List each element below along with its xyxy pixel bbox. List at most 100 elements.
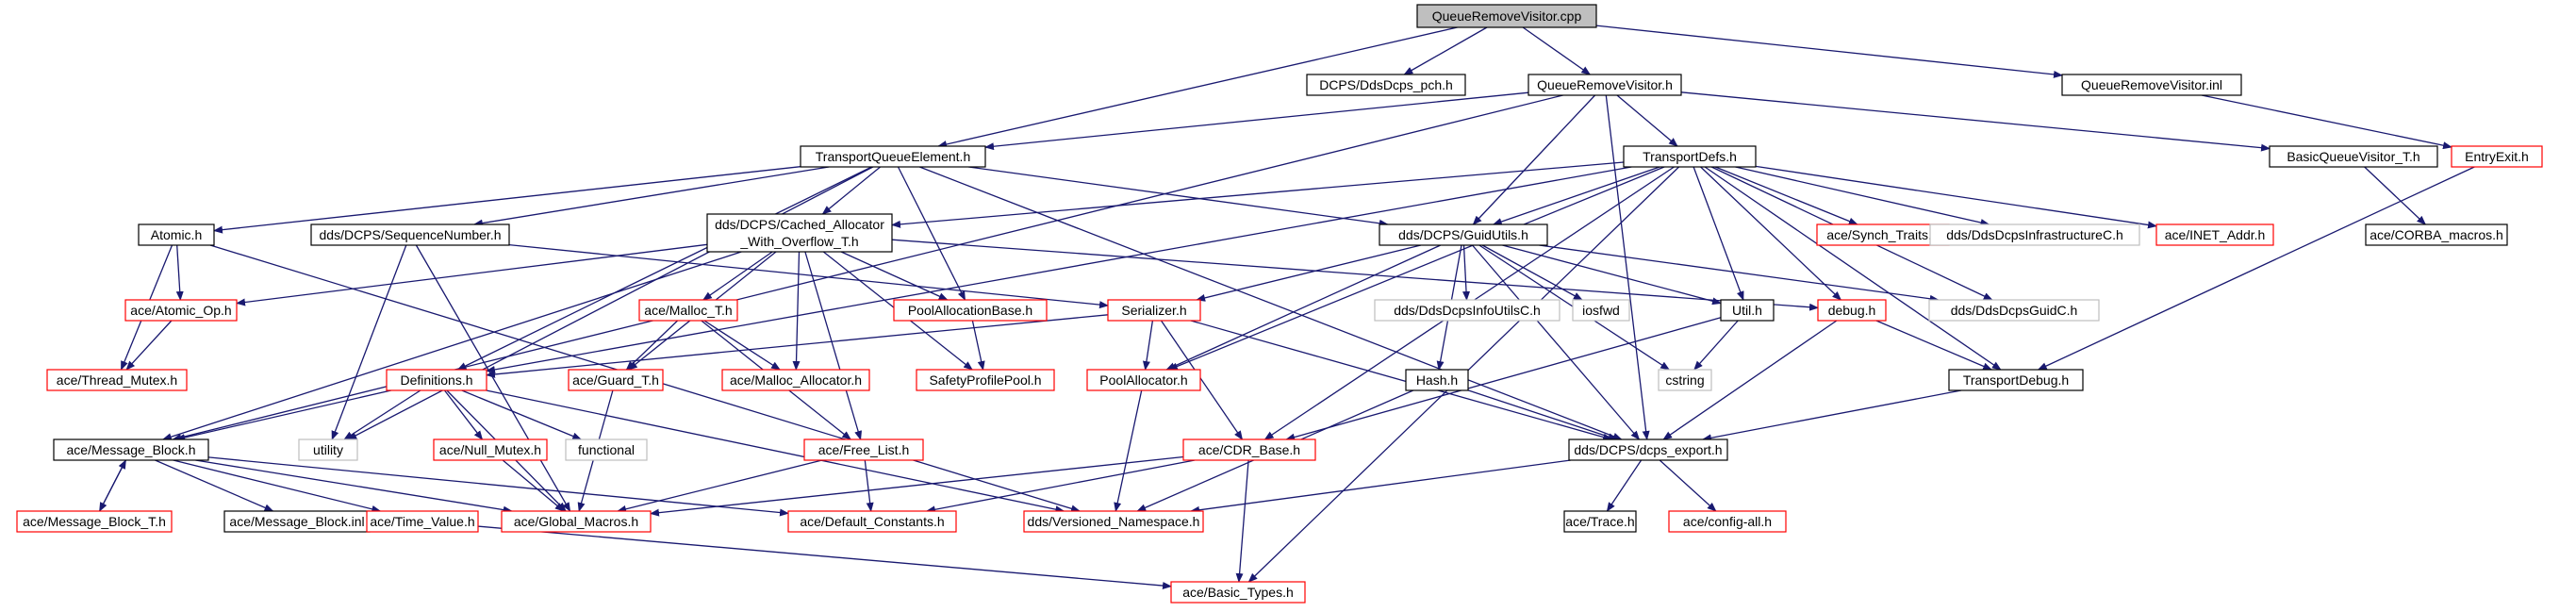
include-edge-export-to-versioned	[1190, 459, 1571, 514]
graph-node-label: BasicQueueVisitor_T.h	[2287, 149, 2419, 164]
graph-node-box	[2155, 223, 2274, 246]
graph-node-atomic[interactable]: Atomic.h	[138, 223, 215, 246]
graph-node-threadmutex[interactable]: ace/Thread_Mutex.h	[46, 369, 188, 391]
include-edge-util-to-cdrbase	[1285, 317, 1722, 441]
graph-node-poolalloc[interactable]: PoolAllocationBase.h	[893, 299, 1048, 322]
graph-node-globalmacros[interactable]: ace/Global_Macros.h	[501, 510, 652, 533]
graph-node-pch[interactable]: DCPS/DdsDcps_pch.h	[1306, 74, 1466, 96]
graph-node-box	[1817, 299, 1887, 322]
graph-node-corba[interactable]: ace/CORBA_macros.h	[2365, 223, 2508, 246]
graph-node-msgblock[interactable]: ace/Message_Block.h	[53, 438, 209, 461]
graph-node-trace[interactable]: ace/Trace.h	[1563, 510, 1637, 533]
graph-node-label: QueueRemoveVisitor.h	[1537, 77, 1673, 92]
graph-node-export[interactable]: dds/DCPS/dcps_export.h	[1568, 438, 1728, 461]
graph-node-label: ace/Default_Constants.h	[800, 514, 944, 529]
graph-node-nullmutex[interactable]: ace/Null_Mutex.h	[433, 438, 548, 461]
graph-node-box	[2365, 223, 2508, 246]
graph-node-mallocalloc[interactable]: ace/Malloc_Allocator.h	[721, 369, 870, 391]
graph-node-iosfwd[interactable]: iosfwd	[1572, 299, 1630, 322]
include-edge-guid-to-guidC	[1539, 244, 1940, 303]
graph-node-entry[interactable]: EntryExit.h	[2451, 145, 2543, 168]
graph-node-box	[366, 510, 479, 533]
graph-node-freelist[interactable]: ace/Free_List.h	[803, 438, 924, 461]
graph-node-functional[interactable]: functional	[565, 438, 648, 461]
graph-node-atomicop[interactable]: ace/Atomic_Op.h	[124, 299, 238, 322]
graph-node-timevalue[interactable]: ace/Time_Value.h	[366, 510, 479, 533]
include-edge-bqv-to-corba	[2364, 166, 2427, 225]
graph-node-box	[1023, 510, 1204, 533]
graph-node-debug[interactable]: debug.h	[1817, 299, 1887, 322]
include-edge-tqe-to-guid	[968, 166, 1389, 227]
graph-node-seqnum[interactable]: dds/DCPS/SequenceNumber.h	[310, 223, 510, 246]
graph-node-label: iosfwd	[1582, 303, 1620, 318]
graph-node-config[interactable]: ace/config-all.h	[1668, 510, 1787, 533]
graph-node-label: ace/Guard_T.h	[572, 372, 659, 388]
graph-node-label: ace/Free_List.h	[818, 442, 910, 457]
graph-node-label: ace/Thread_Mutex.h	[57, 372, 177, 388]
graph-node-guid[interactable]: dds/DCPS/GuidUtils.h	[1379, 223, 1548, 246]
graph-node-infra[interactable]: dds/DdsDcpsInfrastructureC.h	[1929, 223, 2140, 246]
graph-node-box	[638, 299, 738, 322]
include-edge-serializer-to-defs	[486, 314, 1109, 378]
graph-node-guidC[interactable]: dds/DdsDcpsGuidC.h	[1928, 299, 2100, 322]
include-edge-cachedA-to-mallocT	[702, 251, 773, 301]
graph-node-bqv[interactable]: BasicQueueVisitor_T.h	[2269, 145, 2438, 168]
graph-node-synch[interactable]: ace/Synch_Traits.h	[1816, 223, 1950, 246]
graph-node-tdebug[interactable]: TransportDebug.h	[1948, 369, 2084, 391]
graph-node-label: Util.h	[1732, 303, 1762, 318]
graph-node-root[interactable]: QueueRemoveVisitor.cpp	[1416, 4, 1597, 28]
graph-node-msgblockinl[interactable]: ace/Message_Block.inl	[223, 510, 371, 533]
graph-node-box	[916, 369, 1055, 391]
graph-node-label-line2: _With_Overflow_T.h	[739, 234, 858, 249]
graph-node-box	[1658, 369, 1712, 391]
graph-node-util[interactable]: Util.h	[1720, 299, 1775, 322]
graph-node-box	[787, 510, 957, 533]
graph-node-basictypes[interactable]: ace/Basic_Types.h	[1170, 581, 1306, 604]
graph-node-guard[interactable]: ace/Guard_T.h	[568, 369, 664, 391]
include-edge-root-to-tqe	[937, 26, 1458, 148]
graph-node-cstring[interactable]: cstring	[1658, 369, 1712, 391]
include-edge-cachedA-to-atomicop	[236, 243, 708, 306]
graph-node-safety[interactable]: SafetyProfilePool.h	[916, 369, 1055, 391]
graph-node-box	[1623, 145, 1757, 168]
include-edge-msgblock-to-timevalue	[173, 459, 382, 513]
include-edge-tdefs-to-defs	[486, 166, 1632, 373]
include-edge-guid-to-infoutils	[1462, 244, 1471, 301]
graph-node-box	[1720, 299, 1775, 322]
graph-node-hash[interactable]: Hash.h	[1405, 369, 1469, 391]
graph-node-utility[interactable]: utility	[298, 438, 358, 461]
include-edge-defs-to-msgblock	[175, 389, 391, 441]
include-edge-util-to-cstring	[1693, 320, 1739, 371]
graph-node-cdrbase[interactable]: ace/CDR_Base.h	[1182, 438, 1316, 461]
include-edge-msgblock-to-globalmacros	[195, 459, 513, 514]
graph-node-cachedA[interactable]: dds/DCPS/Cached_Allocator_With_Overflow_…	[706, 213, 893, 253]
include-edge-export-to-config	[1659, 459, 1717, 512]
graph-node-qrvinl[interactable]: QueueRemoveVisitor.inl	[2061, 74, 2242, 96]
graph-node-mallocT[interactable]: ace/Malloc_T.h	[638, 299, 738, 322]
graph-node-poolallocator[interactable]: PoolAllocator.h	[1086, 369, 1201, 391]
graph-node-label: ace/Message_Block.inl	[229, 514, 364, 529]
include-edge-mallocT-to-mallocalloc	[703, 320, 781, 371]
include-edge-tdefs-to-poolallocator	[1167, 166, 1665, 371]
graph-node-msgblockT[interactable]: ace/Message_Block_T.h	[16, 510, 173, 533]
graph-node-tqe[interactable]: TransportQueueElement.h	[800, 145, 986, 168]
include-edge-tdefs-to-synch	[1714, 166, 1858, 225]
include-edge-serializer-to-export	[1190, 320, 1613, 441]
graph-node-label: Atomic.h	[151, 227, 202, 242]
graph-node-defs[interactable]: Definitions.h	[386, 369, 487, 391]
graph-node-label: dds/Versioned_Namespace.h	[1028, 514, 1200, 529]
include-edge-cachedA-to-poolalloc	[840, 251, 949, 301]
include-edge-tdefs-to-util	[1693, 166, 1744, 301]
graph-node-label: TransportQueueElement.h	[816, 149, 970, 164]
graph-node-box	[16, 510, 173, 533]
graph-node-qrvh[interactable]: QueueRemoveVisitor.h	[1527, 74, 1682, 96]
graph-node-versioned[interactable]: dds/Versioned_Namespace.h	[1023, 510, 1204, 533]
graph-node-label: QueueRemoveVisitor.inl	[2081, 77, 2222, 92]
graph-node-defconst[interactable]: ace/Default_Constants.h	[787, 510, 957, 533]
graph-node-inet[interactable]: ace/INET_Addr.h	[2155, 223, 2274, 246]
include-edge-entry-to-tdebug	[2037, 166, 2475, 371]
graph-node-serializer[interactable]: Serializer.h	[1107, 299, 1201, 322]
graph-node-tdefs[interactable]: TransportDefs.h	[1623, 145, 1757, 168]
include-edge-seqnum-to-globalmacros	[415, 244, 571, 512]
graph-node-infoutils[interactable]: dds/DdsDcpsInfoUtilsC.h	[1374, 299, 1560, 322]
